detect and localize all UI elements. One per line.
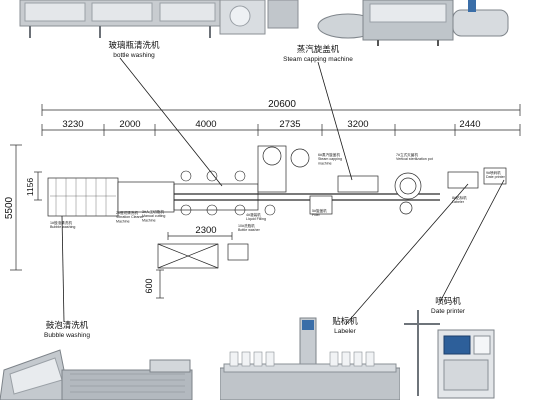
dim-height: 5500 xyxy=(4,196,15,219)
dim-height-sub: 1156 xyxy=(25,178,35,197)
date-printer-en: Date printer xyxy=(431,307,465,315)
dim-lower-depth: 600 xyxy=(144,278,154,293)
bottle-washing-machine-photo xyxy=(0,0,305,40)
dim-seg-4: 2735 xyxy=(279,119,300,130)
labeler-machine-photo xyxy=(220,314,400,400)
date-printer-caption: 喷码机 Date printer xyxy=(408,297,488,315)
labeler-zh: 贴标机 xyxy=(332,317,358,327)
steam-capping-machine-photo xyxy=(308,0,518,46)
steam-capping-caption: 蒸汽旋盖机 Steam capping machine xyxy=(268,45,368,63)
bottle-washing-en: bottle washing xyxy=(113,51,155,59)
labeler-caption: 贴标机 Labeler xyxy=(310,317,380,335)
dim-lower-offset: 2300 xyxy=(195,225,216,236)
bubble-washing-en: Bubble washing xyxy=(44,331,90,339)
bottle-washing-caption: 玻璃瓶清洗机 bottle washing xyxy=(84,41,184,59)
steam-capping-zh: 蒸汽旋盖机 xyxy=(296,45,340,55)
bottle-washing-zh: 玻璃瓶清洗机 xyxy=(108,41,160,51)
steam-capping-en: Steam capping machine xyxy=(283,55,353,63)
dim-seg-2: 2000 xyxy=(119,119,140,130)
date-printer-machine-photo xyxy=(400,310,540,400)
bubble-washing-caption: 鼓泡清洗机 Bubble washing xyxy=(22,321,112,339)
bubble-washing-zh: 鼓泡清洗机 xyxy=(45,321,89,331)
dim-seg-3: 4000 xyxy=(195,119,216,130)
dim-seg-5: 3200 xyxy=(347,119,368,130)
dim-total: 20600 xyxy=(268,99,296,110)
bubble-washing-machine-photo xyxy=(0,340,200,400)
date-printer-zh: 喷码机 xyxy=(435,297,461,307)
labeler-en: Labeler xyxy=(334,327,356,335)
dim-seg-6: 2440 xyxy=(459,119,480,130)
dim-seg-1: 3230 xyxy=(62,119,83,130)
